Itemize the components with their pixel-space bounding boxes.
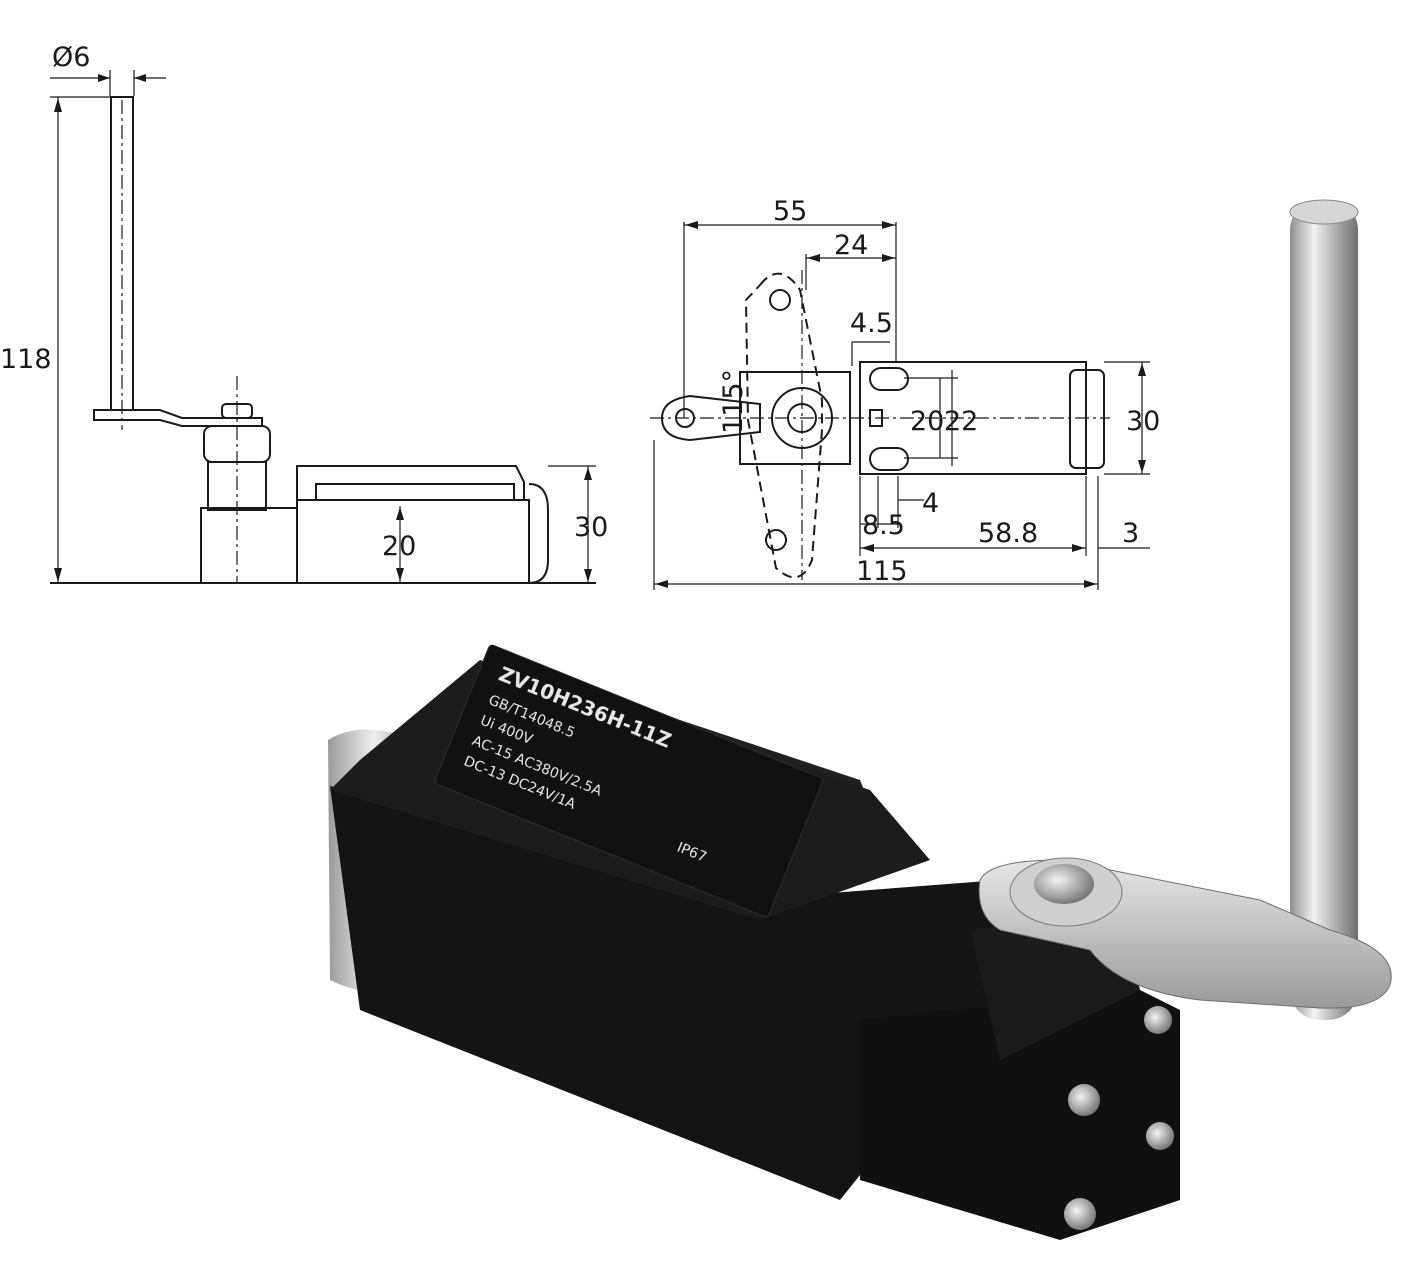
slot-offset-label: 8.5 <box>862 510 905 541</box>
mount-block <box>860 990 1180 1240</box>
cap-depth-label: 3 <box>1122 518 1139 549</box>
box-height-label: 30 <box>574 512 608 543</box>
hole-spacing-label: 20 <box>910 406 944 437</box>
body-length-label: 58.8 <box>978 518 1038 549</box>
height-label: 118 <box>0 344 52 375</box>
slot-width-label: 4.5 <box>850 308 893 339</box>
top-view-drawing: 55 24 4.5 115° 20 <box>650 196 1160 590</box>
slot-gap-label: 4 <box>922 488 939 519</box>
pivot-screw-icon <box>1034 864 1094 904</box>
screw-icon <box>1144 1006 1172 1034</box>
slot-span-label: 22 <box>944 406 978 437</box>
switch-housing <box>330 786 1000 1200</box>
side-view-drawing: Ø6 118 30 20 <box>0 42 608 584</box>
arm-width-label: 55 <box>773 196 807 227</box>
screw-icon <box>1146 1122 1174 1150</box>
product-illustration: ZV10H236H-11Z GB/T14048.5 Ui 400V AC-15 … <box>328 199 1392 1240</box>
plunger-height-label: 20 <box>382 531 416 562</box>
arm-offset-label: 24 <box>834 230 868 261</box>
overall-length-label: 115 <box>856 556 908 587</box>
diameter-label: Ø6 <box>52 42 90 73</box>
body-height-label: 30 <box>1126 406 1160 437</box>
steel-rod <box>1290 200 1358 1020</box>
screw-icon <box>1064 1198 1096 1230</box>
screw-icon <box>1068 1084 1100 1116</box>
arm-angle-label: 115° <box>718 369 749 434</box>
